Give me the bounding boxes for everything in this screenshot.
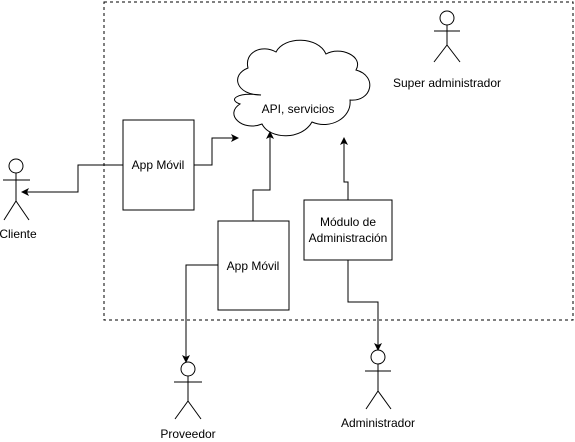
admin-label: Administrador <box>341 416 415 430</box>
admin-module-box[interactable]: Módulo de Administración <box>303 199 393 261</box>
connector-app-provider-to-proveedor <box>182 264 218 363</box>
app-provider-label: App Móvil <box>227 259 280 273</box>
super-admin-actor[interactable]: Super administrador <box>393 10 501 90</box>
connector-admin-module-to-administrador <box>347 260 382 351</box>
app-provider-box[interactable]: App Móvil <box>217 220 290 311</box>
provider-actor[interactable]: Proveedor <box>160 361 216 441</box>
api-cloud[interactable]: API, servicios <box>233 39 371 137</box>
provider-label: Proveedor <box>160 427 215 441</box>
client-actor[interactable]: Cliente <box>0 158 37 241</box>
api-cloud-label: API, servicios <box>262 102 335 116</box>
system-boundary <box>103 1 574 321</box>
admin-actor[interactable]: Administrador <box>341 349 415 430</box>
connector-app-provider-to-api <box>252 131 274 221</box>
super-admin-label: Super administrador <box>393 76 501 90</box>
actor-stick-figure-icon <box>365 349 392 410</box>
connector-app-client-to-cliente <box>21 164 123 196</box>
app-client-label: App Móvil <box>132 158 185 172</box>
actor-stick-figure-icon <box>433 10 461 63</box>
actor-stick-figure-icon <box>174 361 202 420</box>
admin-module-label-line1: Módulo de <box>320 215 376 229</box>
admin-module-label-line2: Administración <box>309 231 388 245</box>
connector-admin-module-to-api <box>340 137 349 200</box>
app-client-box[interactable]: App Móvil <box>122 119 195 211</box>
connector-app-client-to-api <box>194 134 239 166</box>
client-label: Cliente <box>0 227 37 241</box>
actor-stick-figure-icon <box>3 158 30 221</box>
